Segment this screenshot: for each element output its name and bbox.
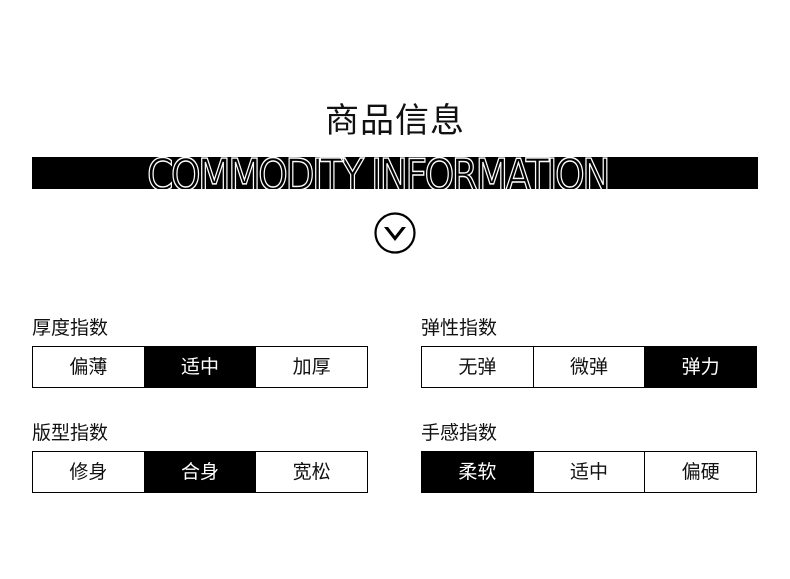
subtitle-banner: COMMODITY INFORMATION <box>32 157 758 189</box>
elasticity-options: 无弹 微弹 弹力 <box>421 346 757 388</box>
subtitle-text: COMMODITY INFORMATION <box>146 157 611 189</box>
chevron-down-circle-icon <box>374 212 416 254</box>
option-item-selected: 弹力 <box>645 347 757 387</box>
group-label: 手感指数 <box>421 422 498 444</box>
group-label: 厚度指数 <box>32 317 109 339</box>
group-label: 版型指数 <box>32 422 109 444</box>
option-item: 宽松 <box>256 452 368 492</box>
option-item-selected: 适中 <box>144 347 257 387</box>
option-item-selected: 合身 <box>144 452 257 492</box>
page-title: 商品信息 <box>325 101 465 141</box>
option-item: 加厚 <box>256 347 368 387</box>
feel-options: 柔软 适中 偏硬 <box>421 451 757 493</box>
option-item: 偏薄 <box>33 347 145 387</box>
option-item: 微弹 <box>533 347 646 387</box>
fit-options: 修身 合身 宽松 <box>32 451 368 493</box>
option-item: 修身 <box>33 452 145 492</box>
group-label: 弹性指数 <box>421 317 498 339</box>
thickness-options: 偏薄 适中 加厚 <box>32 346 368 388</box>
option-item: 无弹 <box>422 347 534 387</box>
option-item: 适中 <box>533 452 646 492</box>
option-item: 偏硬 <box>645 452 757 492</box>
option-item-selected: 柔软 <box>422 452 534 492</box>
